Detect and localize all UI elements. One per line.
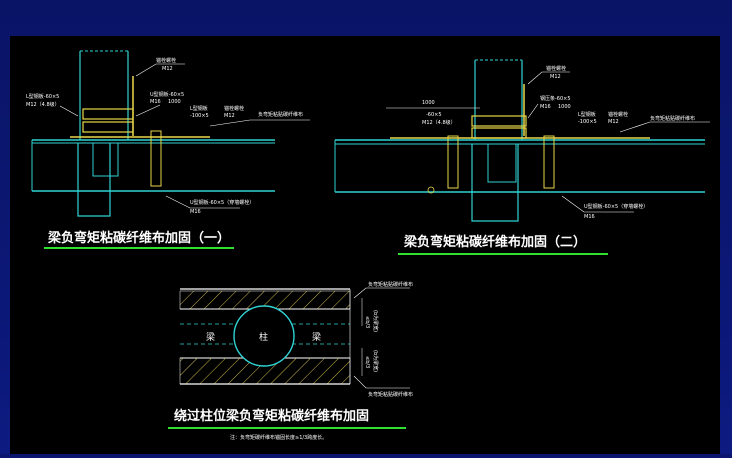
u-plate-left xyxy=(447,135,459,189)
d3-side-top-sub: (b为梁宽) xyxy=(372,310,379,332)
d1-steel-left: L型钢板 xyxy=(190,105,208,112)
cad-drawing: 锚栓螺栓 M12 L型钢板-60×5 M12（4.8级） U型钢板-60×5 M… xyxy=(26,50,710,441)
d3-side-bottom: ≤b/3 xyxy=(364,356,370,368)
d2-l-plate: -60×5 xyxy=(426,112,442,118)
d2-m16-b: M16 xyxy=(584,214,595,220)
d2-top-anchor: 锚栓螺栓 xyxy=(546,65,566,72)
column-sides xyxy=(474,60,523,140)
d1-title: 梁负弯矩粘碳纤维布加固（一） xyxy=(47,230,230,246)
d1-top-anchor-sub: M12 xyxy=(162,66,173,72)
beam-web xyxy=(77,143,111,217)
d1-cfrp: 负弯矩粘贴碳纤维布 xyxy=(258,111,303,118)
cad-canvas: 锚栓螺栓 M12 L型钢板-60×5 M12（4.8级） U型钢板-60×5 M… xyxy=(10,36,720,454)
leader-top-anchor xyxy=(135,63,185,77)
d1-m12: M12（4.8级） xyxy=(26,101,60,108)
leader-cfrp-top xyxy=(353,287,410,299)
leader-u-bottom xyxy=(561,195,634,213)
leader-cfrp xyxy=(209,119,310,127)
d1-steel-left-sub: -100×5 xyxy=(190,113,209,119)
d1-top-anchor: 锚栓螺栓 xyxy=(156,57,176,64)
d3-cfrp-bottom: 负弯矩粘贴碳纤维布 xyxy=(368,391,413,398)
d2-dim-1000b: 1000 xyxy=(558,104,571,110)
leader-l-plate xyxy=(59,105,79,117)
plate-lower xyxy=(82,121,134,133)
plate-upper xyxy=(82,108,134,120)
d3-note: 注：负弯矩碳纤维布锚固长度≥1/3跨度长。 xyxy=(230,434,327,441)
d1-anchor-right-sub: M12 xyxy=(224,113,235,119)
u-plate-right xyxy=(543,135,555,189)
d2-press-plate: 钢压条-60×5 xyxy=(540,95,571,102)
d3-side-bottom-sub: (b为梁宽) xyxy=(372,350,379,372)
d1-m16-b: M16 xyxy=(190,209,201,215)
d1-anchor-right: 锚栓螺栓 xyxy=(224,105,244,112)
leader-u-bottom xyxy=(165,195,240,209)
d3-beam-right: 梁 xyxy=(312,331,321,343)
d2-u-bottom: U型钢板-60×5（穿墙螺栓） xyxy=(584,203,648,210)
diagram-3: 梁 柱 梁 负弯矩粘贴碳纤维布 负弯矩粘贴碳纤维布 ≤b/3 (b为梁宽) ≤b… xyxy=(168,281,413,441)
beam-web xyxy=(471,144,519,222)
d1-u-plate: U型钢板-60×5 xyxy=(150,91,184,98)
d2-title: 梁负弯矩粘碳纤维布加固（二） xyxy=(403,234,586,250)
leader-cfrp-bottom xyxy=(353,375,410,389)
d2-steel-left-sub: -100×5 xyxy=(578,119,597,125)
beam-inner xyxy=(487,144,517,183)
d1-dim-1000: 1000 xyxy=(168,99,181,105)
d1-m16-a: M16 xyxy=(150,99,161,105)
d3-title: 绕过柱位梁负弯矩粘碳纤维布加固 xyxy=(174,408,369,424)
plate-lower xyxy=(471,127,527,139)
diagram-2: 锚栓螺栓 M12 1000 -60×5 M12（4.8级） 钢压条-60×5 M… xyxy=(334,59,710,255)
d1-u-bottom: U型钢板-60×5（穿墙螺栓） xyxy=(190,199,254,206)
d3-cfrp-top: 负弯矩粘贴碳纤维布 xyxy=(368,281,413,288)
leader-press-plate xyxy=(527,103,539,119)
diagram-1: 锚栓螺栓 M12 L型钢板-60×5 M12（4.8级） U型钢板-60×5 M… xyxy=(26,50,310,249)
column-circle xyxy=(233,305,295,367)
d2-dim-1000: 1000 xyxy=(422,100,435,106)
anchor-marker xyxy=(427,186,435,194)
d3-side-top: ≤b/3 xyxy=(364,316,370,328)
d2-top-anchor-sub: M12 xyxy=(550,74,561,80)
beam-inner xyxy=(92,143,119,177)
d2-m12: M12（4.8级） xyxy=(422,119,456,126)
d2-anchor-right-sub: M12 xyxy=(608,119,619,125)
leader-cfrp xyxy=(619,121,710,133)
plate-upper xyxy=(471,115,527,127)
leader-top-anchor xyxy=(527,71,570,85)
d2-steel-left: L型钢板 xyxy=(578,111,596,118)
u-plate xyxy=(150,130,162,187)
d3-column: 柱 xyxy=(259,331,268,343)
leader-u-plate xyxy=(135,104,161,117)
column-sides xyxy=(79,51,129,140)
d1-l-plate: L型钢板-60×5 xyxy=(26,93,59,100)
d2-anchor-right: 锚栓螺栓 xyxy=(608,111,628,118)
d3-beam-left: 梁 xyxy=(206,331,215,343)
d2-m16-a: M16 xyxy=(540,104,551,110)
d2-cfrp: 负弯矩粘贴碳纤维布 xyxy=(650,115,695,122)
